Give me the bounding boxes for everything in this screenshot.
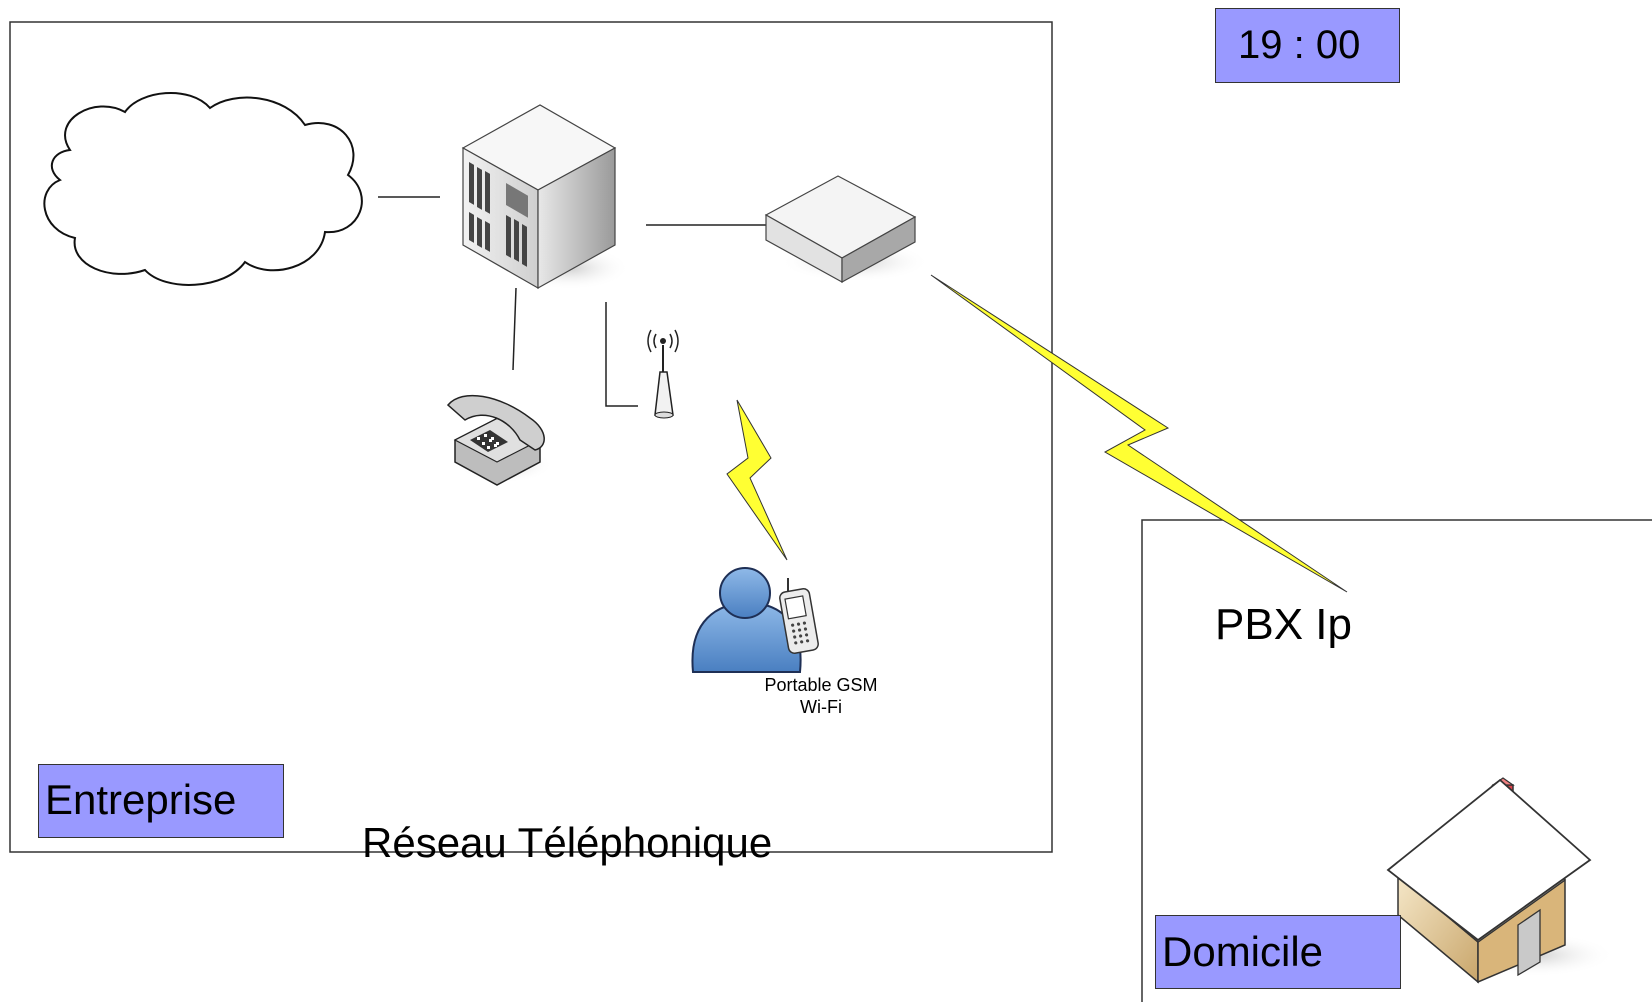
connection-lines [378, 196, 766, 407]
house-icon [1386, 777, 1615, 984]
wifi-antenna-icon [647, 329, 679, 419]
home-zone [1141, 519, 1652, 1002]
network-label: Réseau Téléphonique [362, 819, 773, 866]
home-zone-label: Domicile [1155, 915, 1401, 989]
cloud-icon [43, 91, 363, 286]
mobile-phone-icon [779, 578, 819, 654]
user-icon [691, 567, 802, 673]
enterprise-zone [9, 21, 1053, 853]
mobile-label-line2: Wi-Fi [800, 697, 842, 717]
lightning-icon [726, 399, 788, 561]
pbx-server-icon [461, 104, 630, 290]
desk-phone-icon [446, 394, 553, 486]
pbx-label: PBX Ip [1215, 600, 1352, 649]
lightning-icon [930, 274, 1348, 593]
enterprise-zone-label: Entreprise [38, 764, 284, 838]
mobile-label: Portable GSM Wi-Fi [746, 674, 896, 718]
mobile-label-line1: Portable GSM [764, 675, 878, 695]
router-icon [764, 175, 930, 284]
clock-display: 19 : 00 [1215, 8, 1400, 83]
